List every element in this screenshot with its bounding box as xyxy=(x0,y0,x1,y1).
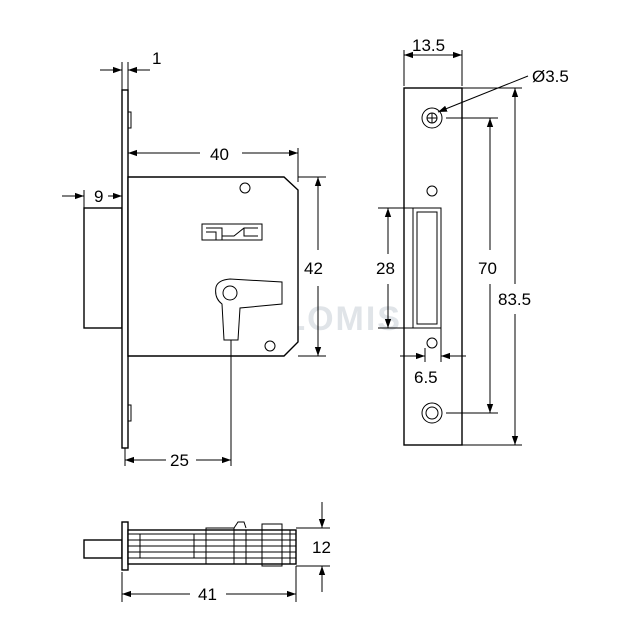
faceplate xyxy=(121,89,129,449)
front-view: 1 40 9 42 25 xyxy=(62,49,326,470)
dim-faceplate-thickness: 1 xyxy=(152,49,161,68)
faceplate-view: 13.5 Ø3.5 28 70 83.5 6.5 xyxy=(376,36,569,446)
strike-plate xyxy=(403,87,463,446)
screw-hole-bottom xyxy=(421,402,443,424)
keyhole xyxy=(215,278,283,341)
bottom-view: 12 41 xyxy=(83,502,331,604)
case-hole-bottom xyxy=(264,340,276,352)
faceplate-screw-top xyxy=(127,111,132,129)
dim-plate-height: 83.5 xyxy=(498,290,531,309)
dim-backset-width: 40 xyxy=(210,145,229,164)
bolt-opening xyxy=(412,207,442,329)
dim-thickness: 12 xyxy=(312,538,331,557)
dim-plate-width: 13.5 xyxy=(412,36,445,55)
bottom-faceplate xyxy=(121,521,129,571)
dim-bolt-projection: 9 xyxy=(94,187,103,206)
dim-case-height: 42 xyxy=(304,259,323,278)
dim-bolt-opening-height: 28 xyxy=(376,259,395,278)
bottom-case xyxy=(127,529,297,565)
faceplate-screw-bottom xyxy=(127,404,132,422)
dim-total-depth: 41 xyxy=(198,585,217,604)
dim-hole-diameter: Ø3.5 xyxy=(532,67,569,86)
small-hole-top xyxy=(426,185,438,197)
lock-case xyxy=(127,176,299,357)
bolt xyxy=(83,207,123,329)
lever-stack xyxy=(128,521,296,567)
case-hole-top xyxy=(239,182,251,194)
dim-keyhole-offset: 25 xyxy=(170,451,189,470)
screw-hole-top xyxy=(421,107,443,129)
bottom-bolt xyxy=(83,539,123,559)
dim-hole-spacing: 70 xyxy=(478,259,497,278)
small-hole-bottom xyxy=(426,337,438,349)
dim-opening-width: 6.5 xyxy=(414,368,438,387)
lever-mechanism xyxy=(201,223,263,241)
